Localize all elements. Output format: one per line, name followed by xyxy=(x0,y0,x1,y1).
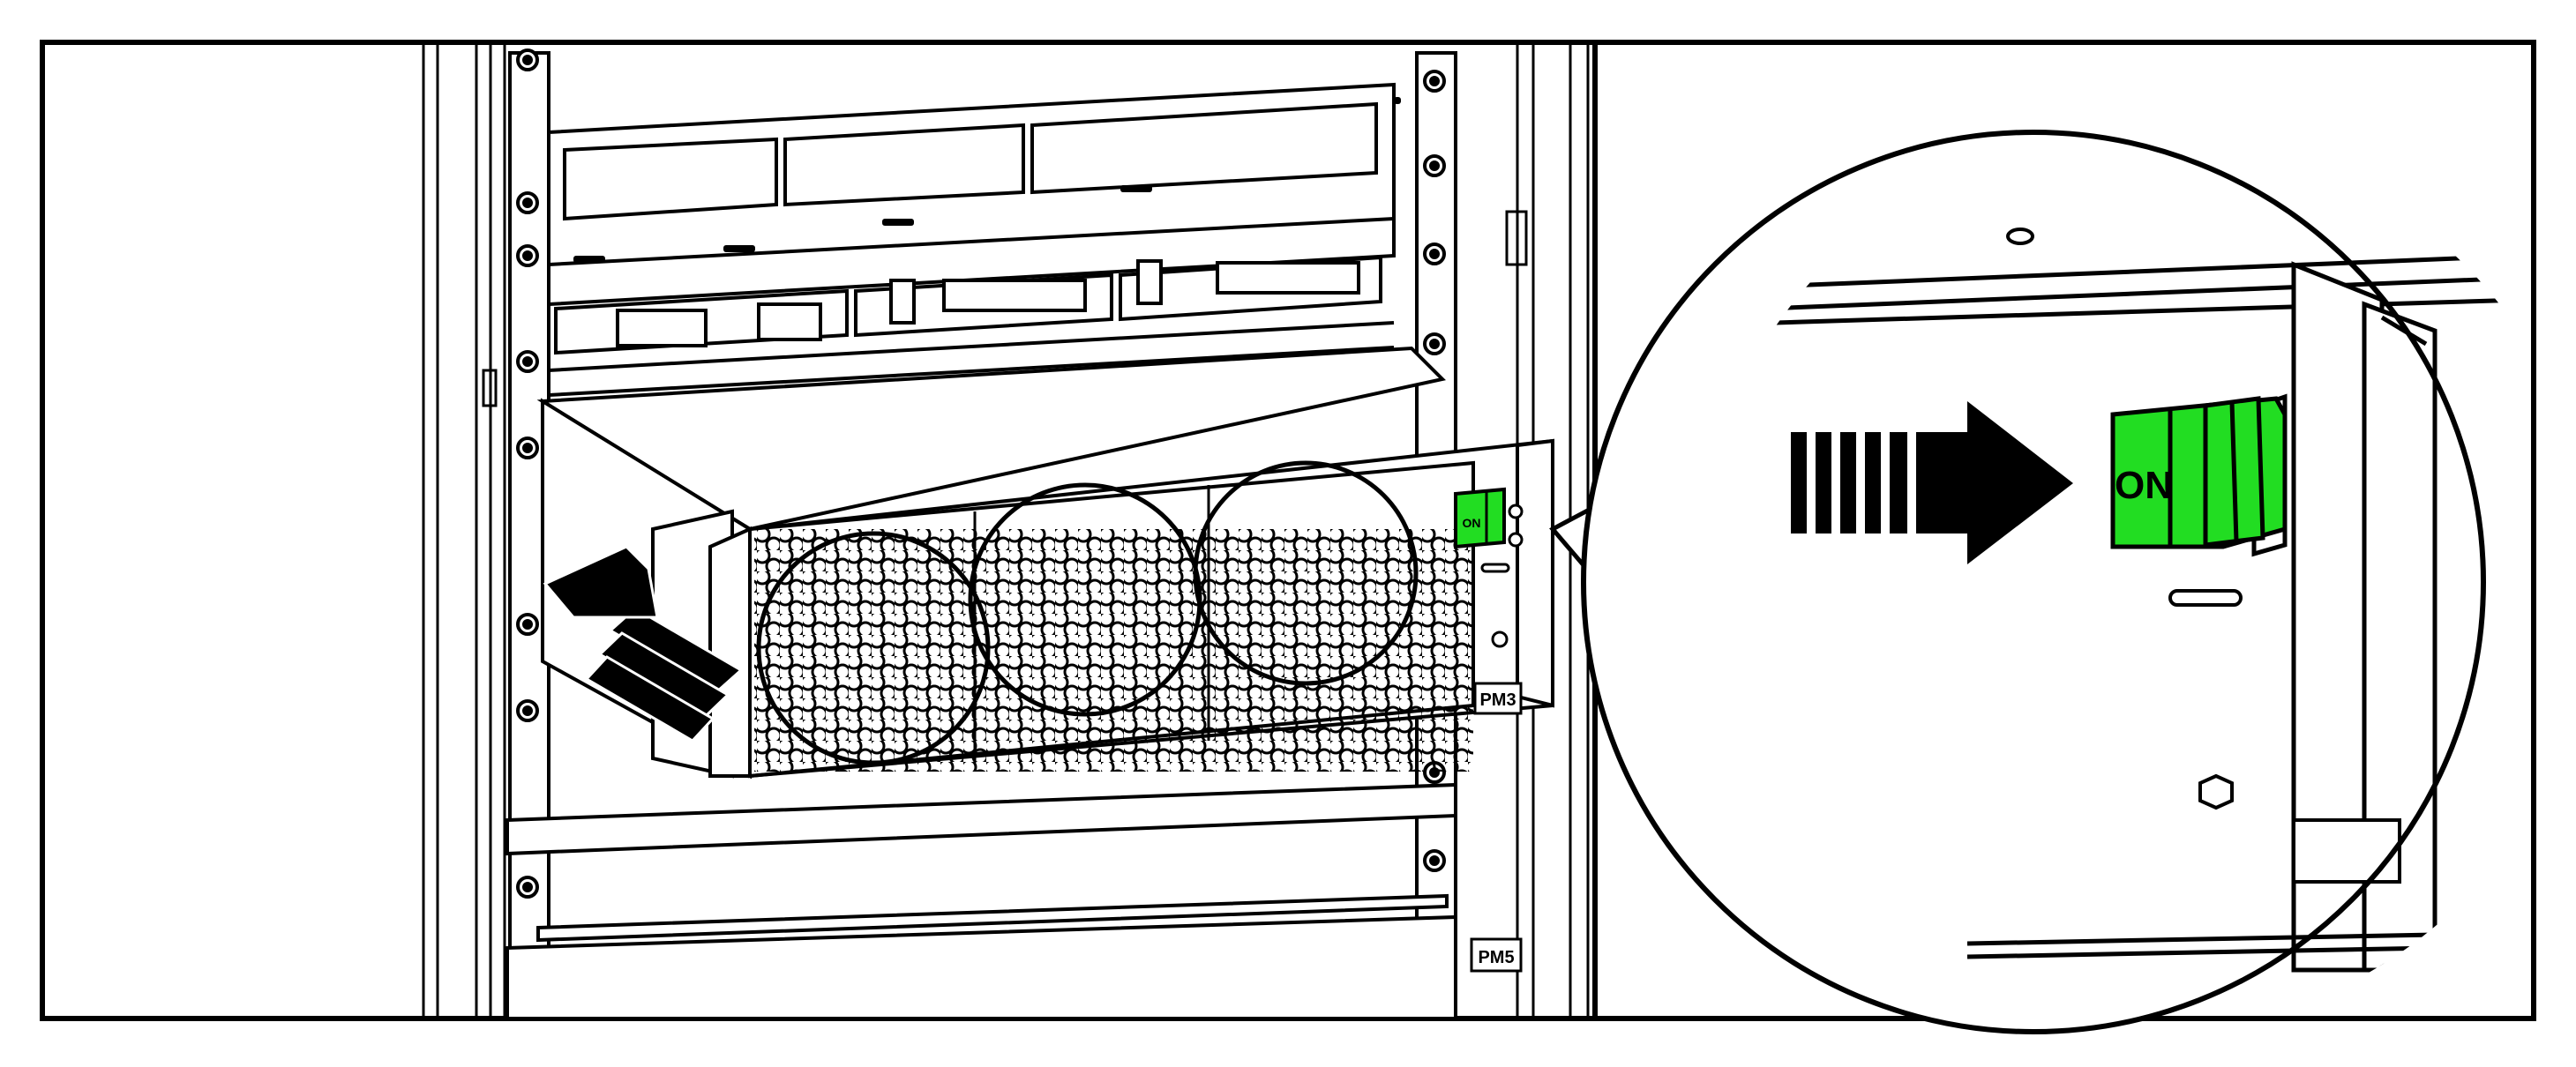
zoom-view xyxy=(1581,130,2524,1034)
right-panel: ON xyxy=(1549,40,2536,1034)
module-handles xyxy=(573,97,1401,263)
fan-grille xyxy=(754,529,1473,772)
slot-label-pm5: PM5 xyxy=(1478,948,1514,967)
zoom-switch-label: ON xyxy=(2115,464,2173,507)
zoom-circle-border xyxy=(1581,130,2486,1034)
fan-1 xyxy=(756,531,991,765)
switch-arrow-icon xyxy=(1791,401,2073,564)
power-module xyxy=(536,346,1554,780)
insert-arrow-icon xyxy=(543,545,744,742)
module-switch: ON xyxy=(1454,487,1524,648)
zoom-switch: ON xyxy=(2110,393,2288,557)
upper-modules xyxy=(547,82,1396,397)
slot-labels: PM3 PM5 xyxy=(1470,682,1523,973)
lower-panels xyxy=(505,782,1457,1020)
fan-3 xyxy=(1193,460,1419,686)
left-panel: ON PM3 PM5 xyxy=(40,40,1614,1021)
slot-label-pm3: PM3 xyxy=(1479,690,1516,710)
module-switch-label: ON xyxy=(1463,516,1481,530)
